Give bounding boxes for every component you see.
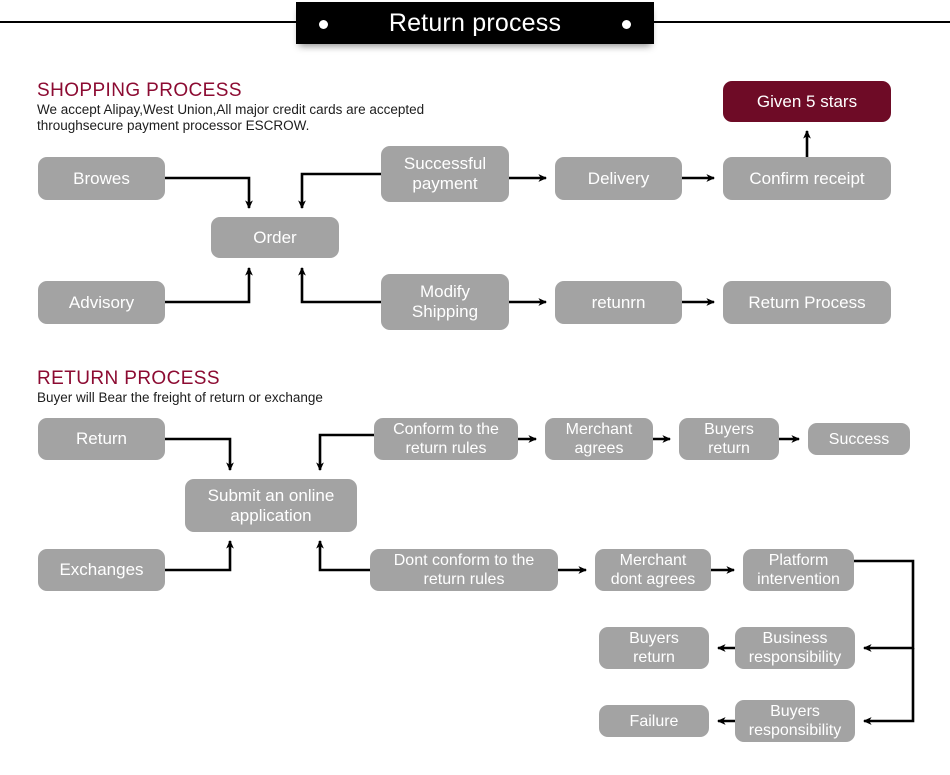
node-success[interactable]: Success [808, 423, 910, 455]
node-platform-intervention[interactable]: Platform intervention [743, 549, 854, 591]
page-title: Return process [388, 9, 562, 37]
header-banner: Return process [296, 2, 654, 44]
node-merchant-agrees[interactable]: Merchant agrees [545, 418, 653, 460]
wire-advisory-to-order [165, 266, 253, 304]
node-business-responsibility[interactable]: Business responsibility [735, 627, 855, 669]
node-conform-to-return-rules[interactable]: Conform to the return rules [374, 418, 518, 460]
node-exchanges[interactable]: Exchanges [38, 549, 165, 591]
wire-successful-payment-to-order [298, 172, 381, 210]
section-title-shopping: SHOPPING PROCESS [37, 80, 242, 101]
node-modify-shipping[interactable]: Modify Shipping [381, 274, 509, 330]
section-title-return: RETURN PROCESS [37, 368, 220, 389]
node-submit-online-application[interactable]: Submit an online application [185, 479, 357, 532]
node-given-5-stars[interactable]: Given 5 stars [723, 81, 891, 122]
node-failure[interactable]: Failure [599, 705, 709, 737]
node-merchant-dont-agrees[interactable]: Merchant dont agrees [595, 549, 711, 591]
node-dont-conform-to-return-rules[interactable]: Dont conform to the return rules [370, 549, 558, 591]
wire-platform-to-buyers-responsibility [862, 648, 915, 725]
node-buyers-return-top[interactable]: Buyers return [679, 418, 779, 460]
node-order[interactable]: Order [211, 217, 339, 258]
node-confirm-receipt[interactable]: Confirm receipt [723, 157, 891, 200]
node-return[interactable]: Return [38, 418, 165, 460]
node-advisory[interactable]: Advisory [38, 281, 165, 324]
node-buyers-return-mid[interactable]: Buyers return [599, 627, 709, 669]
node-delivery[interactable]: Delivery [555, 157, 682, 200]
wire-conform-to-submit [316, 433, 374, 472]
node-return-process[interactable]: Return Process [723, 281, 891, 324]
node-buyers-responsibility[interactable]: Buyers responsibility [735, 700, 855, 742]
bullet-dot-icon-right [622, 20, 631, 29]
node-successful-payment[interactable]: Successful payment [381, 146, 509, 202]
wire-browes-to-order [165, 176, 253, 210]
node-retunrn[interactable]: retunrn [555, 281, 682, 324]
wire-exchanges-to-submit [165, 539, 234, 572]
node-browes[interactable]: Browes [38, 157, 165, 200]
wire-return-to-submit [165, 437, 234, 472]
wire-platform-to-business-responsibility [854, 559, 915, 652]
section-subtitle-return: Buyer will Bear the freight of return or… [37, 390, 323, 405]
bullet-dot-icon-left [319, 20, 328, 29]
section-subtitle-shopping: We accept Alipay,West Union,All major cr… [37, 102, 425, 133]
wire-dont-conform-to-submit [316, 539, 370, 572]
wire-modify-shipping-to-order [298, 266, 381, 304]
